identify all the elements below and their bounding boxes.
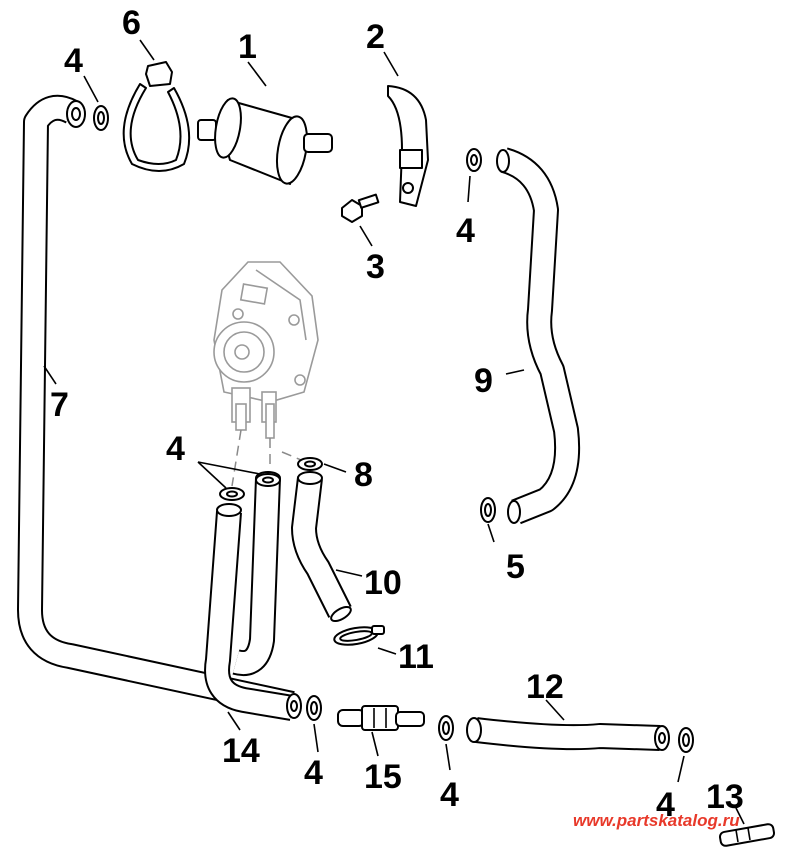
callout-8: 8 [354,456,373,494]
callout-5: 5 [506,548,525,586]
hose-9 [496,147,581,525]
callout-9: 9 [474,362,493,400]
clamp-5 [480,497,496,523]
watermark: www.partskatalog.ru [573,811,740,830]
hose-7 [17,94,295,717]
fuel-pump-ghost [213,261,319,487]
connector [337,705,425,731]
callout-4-upper-left: 4 [64,42,83,80]
callout-4-bottom-1: 4 [304,754,323,792]
hose-clamp [333,625,385,646]
callout-4-pump: 4 [166,430,185,468]
callout-4-bottom-3: 4 [656,786,675,824]
callout-11: 11 [398,638,434,676]
clamp-4-bottom-2 [438,715,454,741]
screw [341,193,380,223]
clamp-4-bottom-3 [678,727,694,753]
hose-10 [291,471,352,622]
callout-1: 1 [238,28,257,66]
callout-12: 12 [526,668,564,706]
callout-14: 14 [222,732,260,770]
callout-10: 10 [364,564,402,602]
callout-13: 13 [706,778,744,816]
clamp-4-pump-left [219,487,245,501]
clamp-8 [297,457,323,471]
clamp-4-upper-left [93,105,109,131]
fuel-filter [197,97,333,185]
tie-strap [122,61,191,172]
connector-fitting [718,823,776,847]
callout-6: 6 [122,4,141,42]
clamp-4-bottom-1 [306,695,322,721]
bracket [387,85,429,207]
clamp-4-pump-right [255,473,281,487]
hose-14 [204,471,302,721]
callout-3: 3 [366,248,385,286]
hose-12 [466,717,670,751]
callout-7: 7 [50,386,69,424]
callout-15: 15 [364,758,402,796]
callout-4-bottom-2: 4 [440,776,459,814]
callout-4-upper-right: 4 [456,212,475,250]
clamp-4-upper-right [466,148,482,172]
leader-lines [43,39,745,825]
callout-2: 2 [366,18,385,56]
